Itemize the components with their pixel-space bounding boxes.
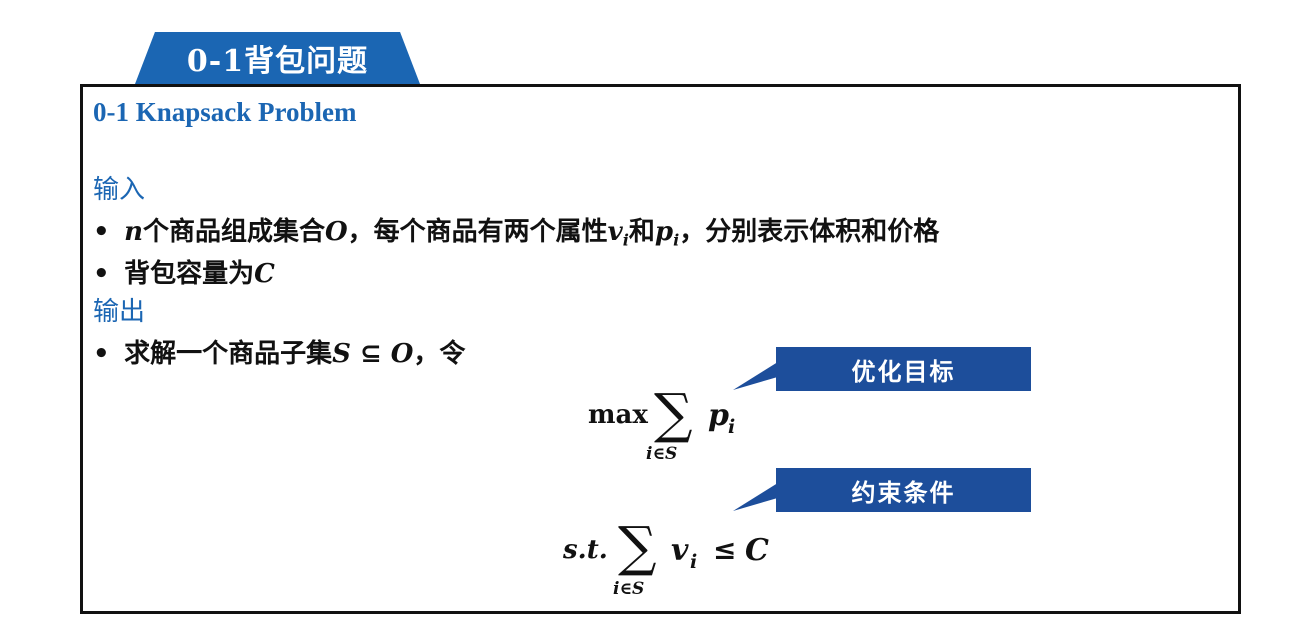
objective-formula: max ∑ i∈S p i — [588, 382, 736, 464]
title-tab: 0-1背包问题 — [135, 32, 420, 84]
constraint-formula: s.t. ∑ i∈S v i ≤ C — [563, 515, 769, 599]
callout-pointer-constraint — [733, 481, 781, 511]
output-heading: 输出 — [93, 297, 146, 327]
bullet-icon: • — [93, 339, 110, 369]
output-item: • 求解一个商品子集S ⊆ O，令 — [93, 339, 466, 369]
input-heading: 输入 — [93, 175, 146, 205]
callout-constraint: 约束条件 — [776, 468, 1031, 512]
bullet-icon: • — [93, 259, 110, 289]
subtitle: 0-1 Knapsack Problem — [93, 97, 357, 127]
callout-objective: 优化目标 — [776, 347, 1031, 391]
content-frame: 0-1 Knapsack Problem 输入 • n个商品组成集合O，每个商品… — [80, 84, 1241, 614]
callout-pointer-objective — [733, 360, 781, 390]
input-item-1: • n个商品组成集合O，每个商品有两个属性vi和pi，分别表示体积和价格 — [93, 217, 940, 250]
bullet-icon: • — [93, 217, 110, 247]
input-item-2: • 背包容量为C — [93, 259, 275, 289]
